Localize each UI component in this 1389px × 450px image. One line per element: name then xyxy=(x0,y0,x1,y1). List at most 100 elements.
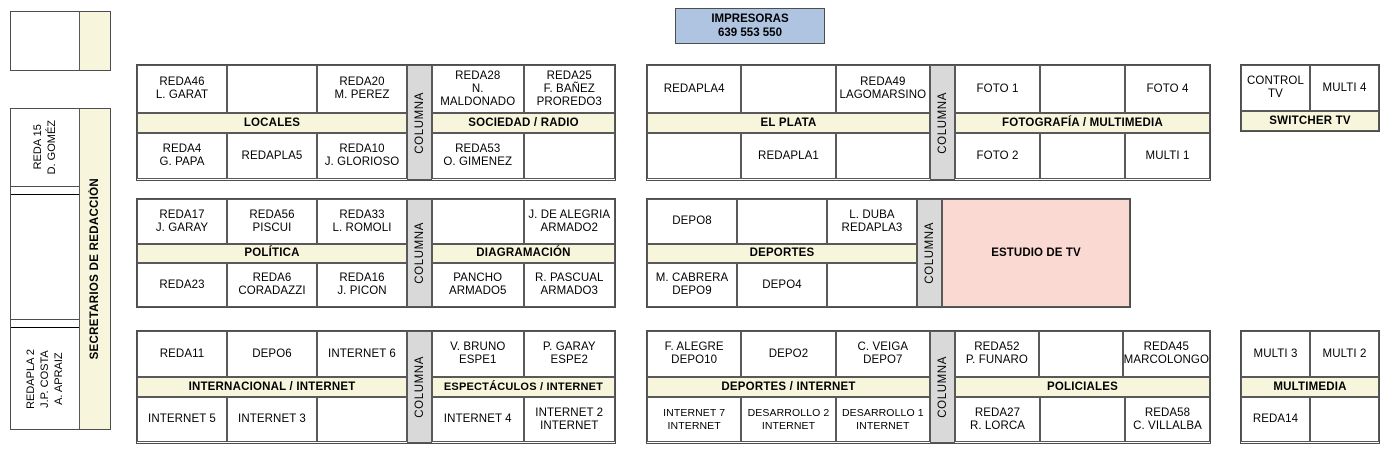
desk-cell[interactable]: REDA52 P. FUNARO xyxy=(955,331,1039,377)
columna-label: COLUMNA xyxy=(936,91,949,154)
secretarios-rail: REDA 15 D. GOMÉZ REDAPLA 2 J.P. COSTA A.… xyxy=(10,108,111,430)
desk-cell[interactable]: REDA11 xyxy=(137,331,227,377)
block-deportes-policiales: F. ALEGRE DEPO10 DEPO2 C. VEIGA DEPO7 DE… xyxy=(646,330,1211,444)
department-band-sociedad: SOCIEDAD / RADIO xyxy=(432,113,615,133)
desk-cell[interactable] xyxy=(647,133,742,179)
estudio-de-tv-area[interactable]: ESTUDIO DE TV xyxy=(942,199,1130,307)
desk-cell[interactable]: REDA16 J. PICON xyxy=(317,263,407,307)
department-band-switcher: SWITCHER TV xyxy=(1241,111,1379,131)
desk-cell[interactable] xyxy=(1038,331,1123,377)
desk-cell[interactable]: REDA53 O. GIMENEZ xyxy=(432,133,524,179)
desk-cell[interactable]: DESARROLLO 1 INTERNET xyxy=(835,397,930,442)
printers-box: IMPRESORAS 639 553 550 xyxy=(675,8,825,44)
desk-cell[interactable]: REDA28 N. MALDONADO xyxy=(432,65,524,113)
secretarios-cells: REDA 15 D. GOMÉZ REDAPLA 2 J.P. COSTA A.… xyxy=(11,109,80,429)
desk-cell[interactable]: INTERNET 6 xyxy=(317,331,407,377)
block-switcher-tv: CONTROL TV MULTI 4 SWITCHER TV xyxy=(1240,64,1380,132)
desk-cell[interactable]: REDA6 CORADAZZI xyxy=(227,263,317,307)
desk-cell[interactable] xyxy=(317,397,407,442)
desk-cell[interactable]: REDAPLA5 xyxy=(227,133,317,179)
columna-label: COLUMNA xyxy=(413,91,426,154)
desk-cell[interactable]: REDA4 G. PAPA xyxy=(137,133,227,179)
desk-cell[interactable] xyxy=(1040,133,1125,179)
columna-label: COLUMNA xyxy=(413,356,426,418)
desk-cell[interactable]: INTERNET 5 xyxy=(137,397,227,442)
rail-cell-empty xyxy=(11,195,79,320)
desk-group-politica: REDA17 J. GARAY REDA56 PISCUI REDA33 L. … xyxy=(137,199,407,307)
desk-cell[interactable]: REDA17 J. GARAY xyxy=(137,199,227,244)
desk-cell[interactable]: MULTI 4 xyxy=(1310,65,1379,111)
desk-cell[interactable] xyxy=(827,263,917,307)
desk-cell[interactable] xyxy=(1310,397,1379,442)
department-band-policiales: POLICIALES xyxy=(955,377,1210,397)
block-politica-diagramacion: REDA17 J. GARAY REDA56 PISCUI REDA33 L. … xyxy=(136,198,616,308)
desk-group-espectaculos: V. BRUNO ESPE1 P. GARAY ESPE2 ESPECTÁCUL… xyxy=(432,331,615,443)
desk-group-deportes-internet: F. ALEGRE DEPO10 DEPO2 C. VEIGA DEPO7 DE… xyxy=(647,331,930,443)
department-band-internacional: INTERNACIONAL / INTERNET xyxy=(137,377,407,397)
department-band-politica: POLÍTICA xyxy=(137,244,407,263)
desk-cell[interactable]: DEPO6 xyxy=(227,331,317,377)
desk-cell[interactable]: REDAPLA4 xyxy=(647,65,742,113)
desk-cell[interactable]: REDA49 LAGOMARSINO xyxy=(835,65,930,113)
desk-cell[interactable]: FOTO 2 xyxy=(955,133,1040,179)
desk-cell[interactable]: REDA10 J. GLORIOSO xyxy=(317,133,407,179)
desk-group-locales: REDA46 L. GARAT REDA20 M. PEREZ LOCALES … xyxy=(137,65,407,180)
desk-cell[interactable]: MULTI 2 xyxy=(1310,331,1379,377)
department-band-multimedia: MULTIMEDIA xyxy=(1241,377,1379,397)
desk-cell[interactable]: FOTO 4 xyxy=(1125,65,1210,113)
desk-cell[interactable]: DEPO4 xyxy=(737,263,827,307)
printers-numbers: 639 553 550 xyxy=(718,27,782,39)
columna-label: COLUMNA xyxy=(413,222,426,284)
desk-cell[interactable]: REDA58 C. VILLALBA xyxy=(1125,397,1210,442)
block-locales-sociedad: REDA46 L. GARAT REDA20 M. PEREZ LOCALES … xyxy=(136,64,616,181)
desk-cell[interactable]: FOTO 1 xyxy=(955,65,1040,113)
desk-cell[interactable]: INTERNET 4 xyxy=(432,397,524,442)
columna-divider: COLUMNA xyxy=(930,331,955,443)
desk-cell[interactable] xyxy=(741,65,836,113)
desk-cell[interactable] xyxy=(835,133,930,179)
department-band-deportes-internet: DEPORTES / INTERNET xyxy=(647,377,930,397)
desk-cell[interactable]: CONTROL TV xyxy=(1241,65,1310,111)
desk-cell[interactable]: INTERNET 2 INTERNET xyxy=(523,397,615,442)
desk-cell[interactable]: INTERNET 7 INTERNET xyxy=(647,397,742,442)
desk-cell[interactable]: REDA46 L. GARAT xyxy=(137,65,227,113)
desk-cell[interactable]: L. DUBA REDAPLA3 xyxy=(827,199,917,244)
desk-cell[interactable]: MULTI 1 xyxy=(1125,133,1210,179)
rail-divider-1 xyxy=(11,187,79,195)
columna-divider: COLUMNA xyxy=(917,199,942,307)
desk-cell[interactable]: REDA45 MARCOLONGO xyxy=(1122,331,1210,377)
desk-cell[interactable] xyxy=(1040,397,1125,442)
desk-cell[interactable]: REDA27 R. LORCA xyxy=(955,397,1040,442)
desk-group-fotografia: FOTO 1 FOTO 4 FOTOGRAFÍA / MULTIMEDIA FO… xyxy=(955,65,1210,180)
desk-cell[interactable]: F. ALEGRE DEPO10 xyxy=(647,331,742,377)
desk-cell[interactable]: C. VEIGA DEPO7 xyxy=(835,331,930,377)
desk-cell[interactable] xyxy=(523,133,615,179)
desk-cell[interactable] xyxy=(432,199,524,244)
desk-cell[interactable]: J. DE ALEGRIA ARMADO2 xyxy=(523,199,615,244)
desk-cell[interactable]: V. BRUNO ESPE1 xyxy=(432,331,524,377)
desk-cell[interactable]: REDA56 PISCUI xyxy=(227,199,317,244)
desk-cell[interactable]: MULTI 3 xyxy=(1241,331,1310,377)
department-band-espectaculos: ESPECTÁCULOS / INTERNET xyxy=(432,377,615,397)
columna-divider: COLUMNA xyxy=(407,199,432,307)
desk-cell[interactable]: REDA14 xyxy=(1241,397,1310,442)
desk-cell[interactable]: PANCHO ARMADO5 xyxy=(432,263,524,307)
block-elplata-fotografia: REDAPLA4 REDA49 LAGOMARSINO EL PLATA RED… xyxy=(646,64,1211,181)
desk-cell[interactable]: DESARROLLO 2 INTERNET xyxy=(741,397,836,442)
desk-cell[interactable]: REDA23 xyxy=(137,263,227,307)
desk-cell[interactable]: DEPO8 xyxy=(647,199,737,244)
desk-cell[interactable] xyxy=(227,65,317,113)
columna-divider: COLUMNA xyxy=(407,331,432,443)
desk-cell[interactable]: INTERNET 3 xyxy=(227,397,317,442)
desk-cell[interactable]: REDA25 F. BAÑEZ PROREDO3 xyxy=(523,65,615,113)
department-band-diagramacion: DIAGRAMACIÓN xyxy=(432,244,615,263)
desk-cell[interactable] xyxy=(737,199,827,244)
desk-cell[interactable]: REDA20 M. PEREZ xyxy=(317,65,407,113)
desk-cell[interactable]: REDA33 L. ROMOLI xyxy=(317,199,407,244)
desk-cell[interactable]: DEPO2 xyxy=(741,331,836,377)
desk-cell[interactable]: P. GARAY ESPE2 xyxy=(523,331,615,377)
desk-cell[interactable]: REDAPLA1 xyxy=(741,133,836,179)
desk-cell[interactable] xyxy=(1040,65,1125,113)
desk-cell[interactable]: M. CABRERA DEPO9 xyxy=(647,263,737,307)
desk-cell[interactable]: R. PASCUAL ARMADO3 xyxy=(523,263,615,307)
